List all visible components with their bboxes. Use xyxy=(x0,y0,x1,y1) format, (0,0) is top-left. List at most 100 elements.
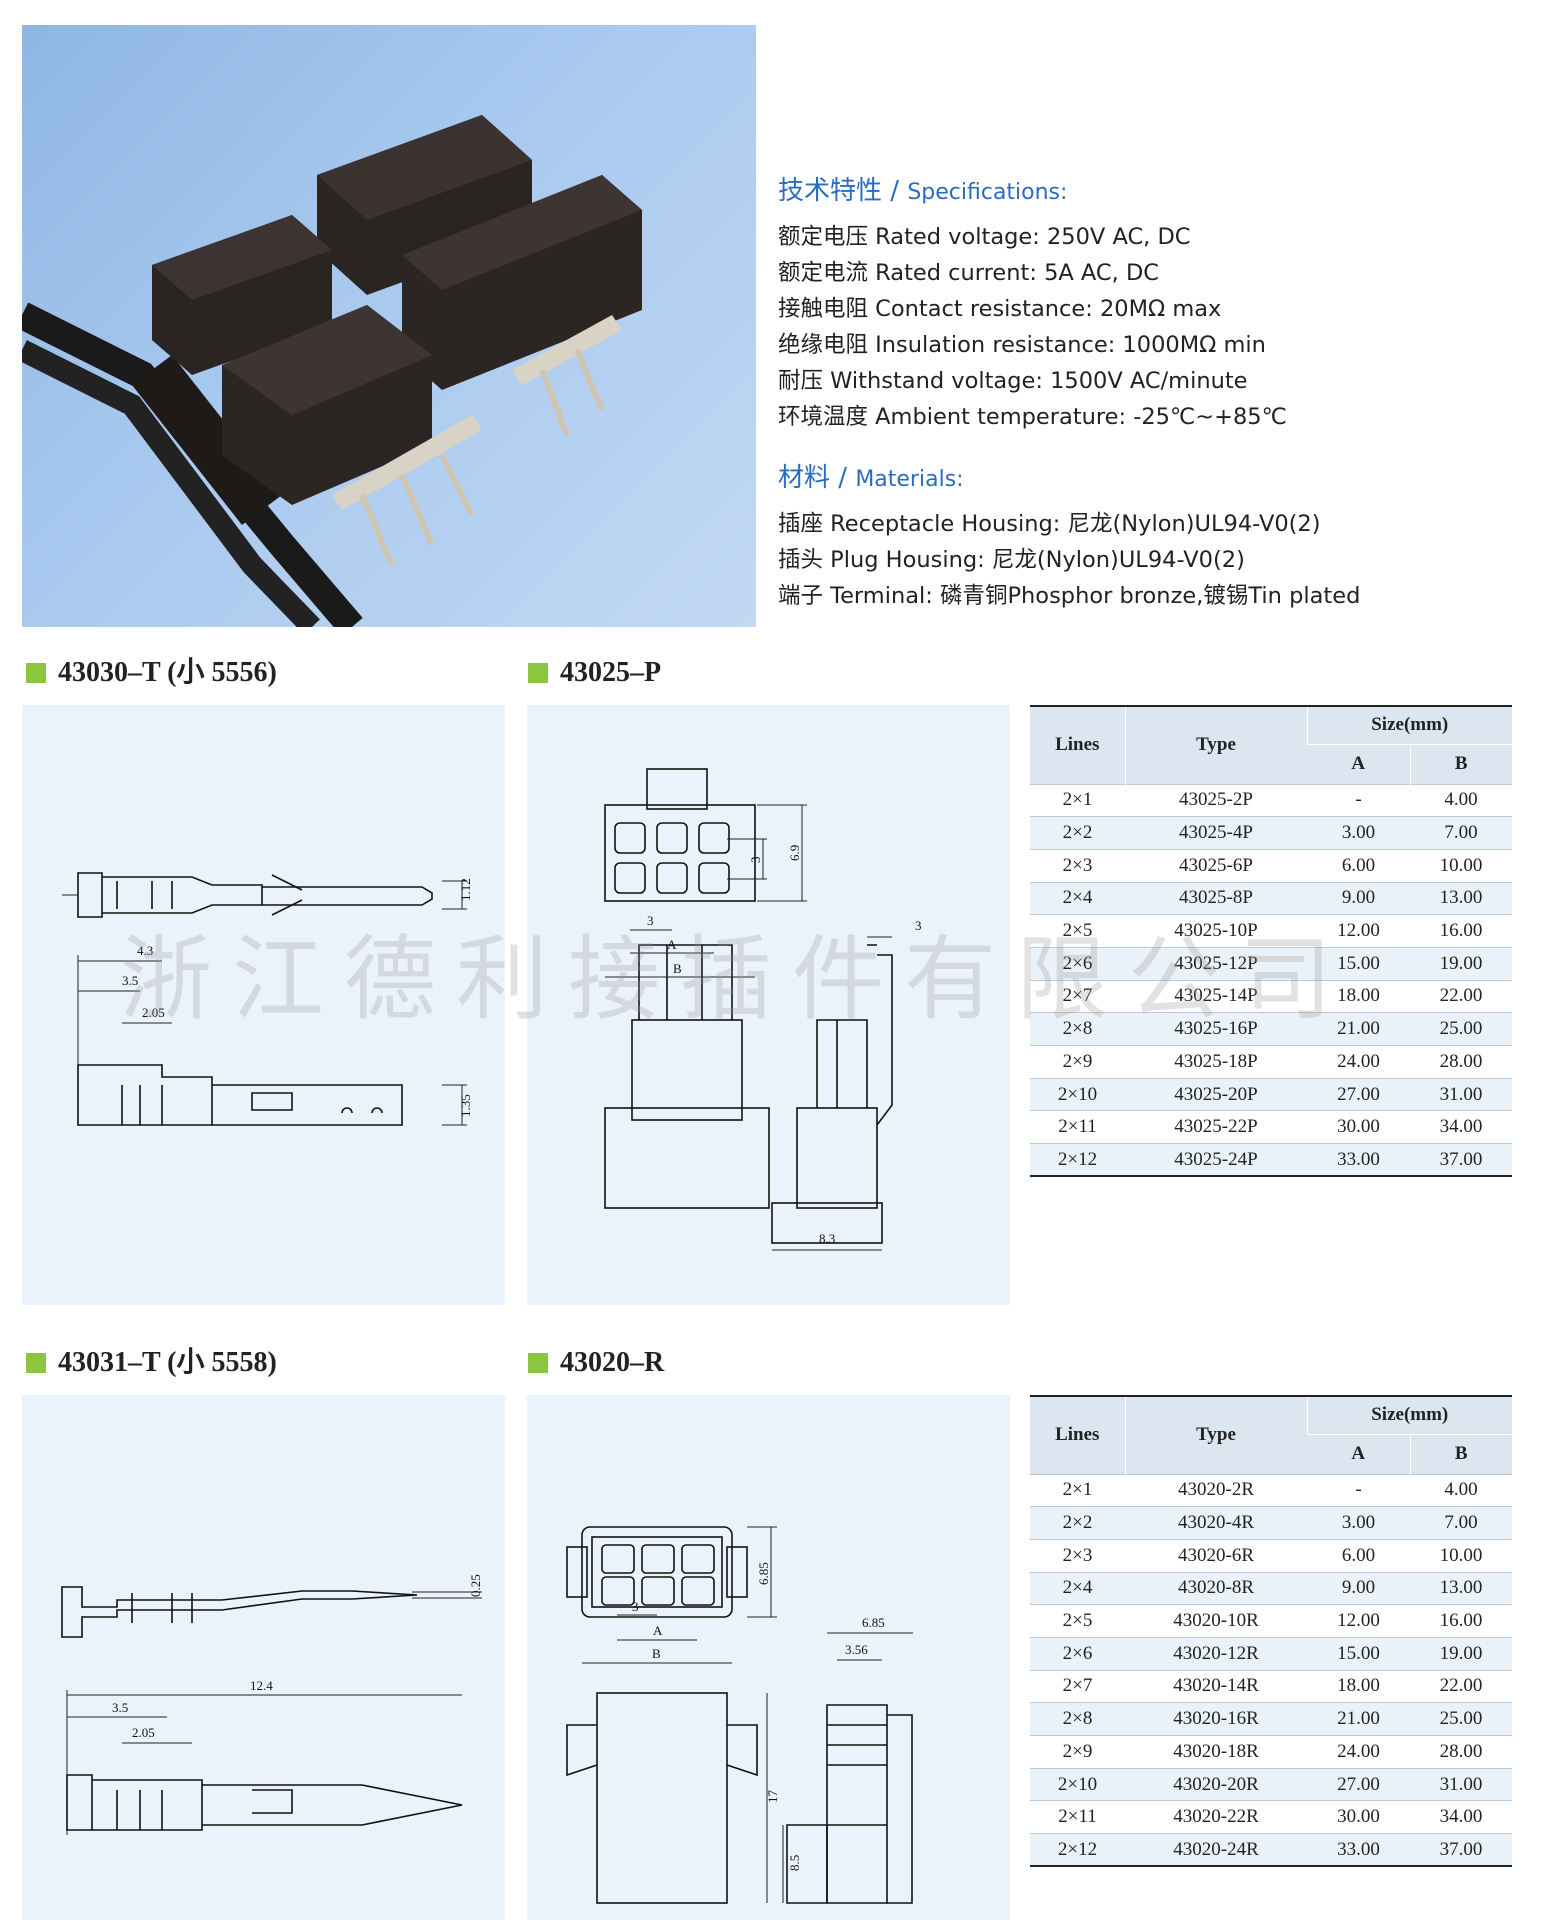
cell-size-a: 21.00 xyxy=(1307,1012,1410,1046)
cell-type: 43020-2R xyxy=(1125,1473,1307,1507)
cell-size-b: 13.00 xyxy=(1410,1571,1512,1605)
col-header-lines: Lines xyxy=(1030,1395,1125,1474)
cell-type: 43025-22P xyxy=(1125,1110,1307,1144)
terminal-drawing-43031: 0.25 12.4 3.5 2.05 xyxy=(61,1574,483,1835)
green-square-icon xyxy=(26,663,46,683)
connector-illustration xyxy=(22,115,642,627)
cell-type: 43025-14P xyxy=(1125,979,1307,1013)
cell-type: 43020-20R xyxy=(1125,1767,1307,1801)
cell-size-b: 7.00 xyxy=(1410,1506,1512,1540)
cell-type: 43020-4R xyxy=(1125,1506,1307,1540)
svg-text:1.35: 1.35 xyxy=(458,1094,473,1117)
svg-text:17: 17 xyxy=(765,1790,780,1804)
cell-size-a: 12.00 xyxy=(1307,1604,1410,1638)
cell-size-a: 12.00 xyxy=(1307,914,1410,948)
cell-size-a: 27.00 xyxy=(1307,1767,1410,1801)
cell-lines: 2×2 xyxy=(1030,816,1125,850)
cell-size-b: 34.00 xyxy=(1410,1110,1512,1144)
svg-text:6.85: 6.85 xyxy=(756,1562,771,1585)
cell-type: 43020-16R xyxy=(1125,1702,1307,1736)
cell-type: 43025-6P xyxy=(1125,848,1307,883)
svg-text:12.4: 12.4 xyxy=(250,1678,273,1693)
cell-type: 43020-18R xyxy=(1125,1735,1307,1769)
cell-size-a: 9.00 xyxy=(1307,1571,1410,1605)
cell-lines: 2×8 xyxy=(1030,1702,1125,1736)
cell-lines: 2×7 xyxy=(1030,979,1125,1013)
col-header-a: A xyxy=(1307,743,1410,784)
green-square-icon xyxy=(528,663,548,683)
cell-size-a: 33.00 xyxy=(1307,1143,1410,1178)
cell-lines: 2×5 xyxy=(1030,914,1125,948)
product-photo xyxy=(22,25,756,627)
spec-line: 耐压 Withstand voltage: 1500V AC/minute xyxy=(778,368,1248,394)
svg-text:3: 3 xyxy=(647,913,654,928)
cell-size-b: 37.00 xyxy=(1410,1143,1512,1178)
cell-type: 43025-8P xyxy=(1125,881,1307,915)
cell-type: 43025-18P xyxy=(1125,1045,1307,1079)
cell-type: 43025-12P xyxy=(1125,946,1307,981)
svg-text:A: A xyxy=(653,1623,663,1638)
cell-size-b: 28.00 xyxy=(1410,1735,1512,1769)
cell-size-b: 10.00 xyxy=(1410,848,1512,883)
cell-lines: 2×6 xyxy=(1030,946,1125,981)
svg-text:2.05: 2.05 xyxy=(142,1005,165,1020)
svg-text:8.5: 8.5 xyxy=(787,1855,802,1871)
cell-type: 43020-6R xyxy=(1125,1538,1307,1573)
cell-size-b: 22.00 xyxy=(1410,1669,1512,1703)
col-header-a: A xyxy=(1307,1433,1410,1474)
svg-text:3: 3 xyxy=(632,1599,639,1614)
svg-text:0.25: 0.25 xyxy=(468,1574,483,1597)
cell-size-a: 24.00 xyxy=(1307,1045,1410,1079)
col-header-type: Type xyxy=(1124,705,1307,784)
cell-size-b: 37.00 xyxy=(1410,1833,1512,1868)
section-title-43020: 43020–R xyxy=(528,1345,664,1381)
cell-size-b: 19.00 xyxy=(1410,1636,1512,1671)
col-header-type: Type xyxy=(1124,1395,1307,1474)
cell-size-b: 16.00 xyxy=(1410,1604,1512,1638)
svg-text:3.56: 3.56 xyxy=(845,1642,868,1657)
cell-lines: 2×11 xyxy=(1030,1110,1125,1144)
svg-text:2.05: 2.05 xyxy=(132,1725,155,1740)
cell-size-a: 3.00 xyxy=(1307,816,1410,850)
cell-size-a: 15.00 xyxy=(1307,946,1410,981)
cell-size-b: 4.00 xyxy=(1410,783,1512,817)
cell-lines: 2×12 xyxy=(1030,1143,1125,1178)
cell-lines: 2×3 xyxy=(1030,1538,1125,1573)
cell-size-a: 6.00 xyxy=(1307,1538,1410,1573)
cell-type: 43025-16P xyxy=(1125,1012,1307,1046)
material-line: 插座 Receptacle Housing: 尼龙(Nylon)UL94-V0(… xyxy=(778,511,1321,537)
cell-size-b: 22.00 xyxy=(1410,979,1512,1013)
cell-size-a: 18.00 xyxy=(1307,1669,1410,1703)
section-title-43031: 43031–T (小 5558) xyxy=(26,1345,277,1381)
section-title-43030: 43030–T (小 5556) xyxy=(26,655,277,691)
materials-heading: 材料 / Materials: xyxy=(778,463,964,493)
cell-size-b: 10.00 xyxy=(1410,1538,1512,1573)
drawing-panel-43020-r: 6.85 3 A B 6.85 3.56 17 8.5 xyxy=(527,1395,1010,1920)
svg-text:B: B xyxy=(673,961,682,976)
spec-line: 额定电压 Rated voltage: 250V AC, DC xyxy=(778,224,1191,250)
spec-line: 接触电阻 Contact resistance: 20MΩ max xyxy=(778,296,1222,322)
cell-lines: 2×8 xyxy=(1030,1012,1125,1046)
spec-line: 额定电流 Rated current: 5A AC, DC xyxy=(778,260,1159,286)
cell-size-b: 13.00 xyxy=(1410,881,1512,915)
drawing-panel-43030-t: 1.12 4.3 3.5 2.05 1.35 xyxy=(22,705,505,1305)
cell-type: 43025-4P xyxy=(1125,816,1307,850)
col-header-b: B xyxy=(1409,1433,1512,1474)
cell-size-a: 18.00 xyxy=(1307,979,1410,1013)
cell-size-a: 3.00 xyxy=(1307,1506,1410,1540)
terminal-drawing-43030: 1.12 4.3 3.5 2.05 1.35 xyxy=(62,872,473,1126)
